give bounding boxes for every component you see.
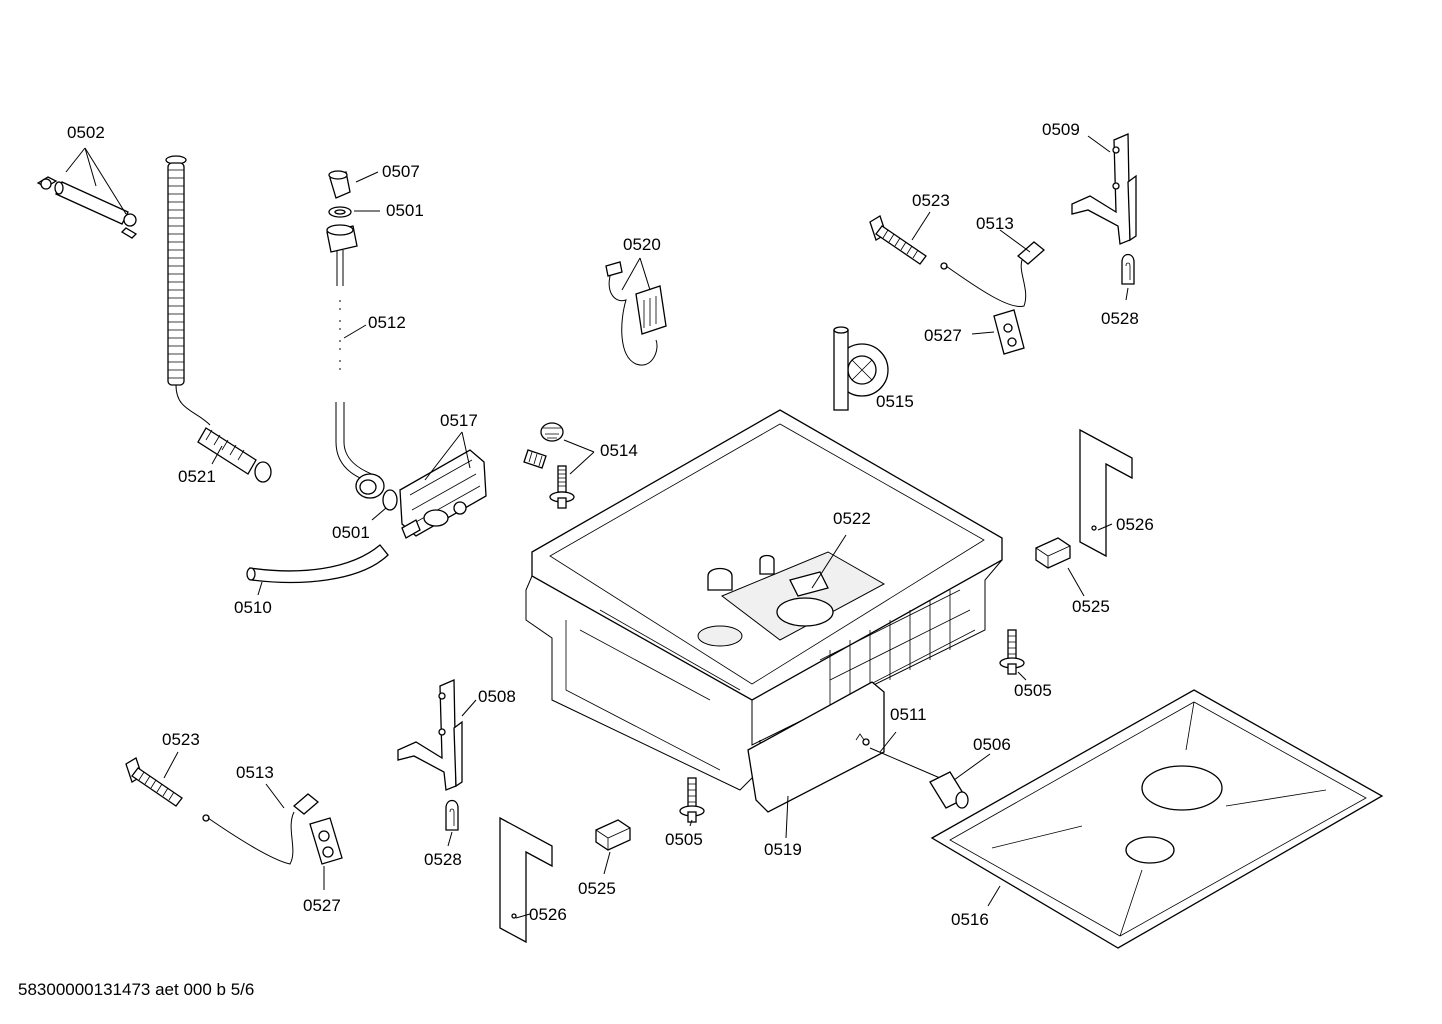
callout-label: 0507	[382, 162, 420, 181]
part-0517-valve-block	[399, 449, 487, 539]
part-0513-sensor-cable-lower	[202, 793, 320, 865]
leader-0522	[811, 534, 847, 589]
leader-0510	[257, 581, 263, 596]
callout-label: 0526	[1116, 515, 1154, 534]
callout-label: 0509	[1042, 120, 1080, 139]
part-0528-clip-lower	[445, 799, 459, 831]
part-0519-panel	[747, 681, 885, 813]
part-0505-screw-upper	[999, 629, 1025, 675]
leader-0507	[355, 171, 379, 183]
callout-label: 0512	[368, 313, 406, 332]
part-0509-bracket-upper	[1071, 133, 1137, 245]
part-0515-pump	[833, 326, 889, 411]
part-0520-cable-connector	[605, 261, 667, 366]
part-0512-inlet-hose	[326, 224, 385, 499]
callout-label: 0513	[236, 763, 274, 782]
leader-0525-upper	[1067, 567, 1085, 597]
part-0516-base-plate	[930, 689, 1384, 949]
part-0527-bracket-lower	[309, 817, 343, 865]
leader-0512	[343, 324, 367, 339]
leaders-0520	[621, 257, 651, 291]
callout-label: 0501	[386, 201, 424, 220]
callout-label: 0527	[924, 326, 962, 345]
drawing-code: 58300000131473 aet 000 b 5/6	[18, 980, 255, 999]
callout-label: 0502	[67, 123, 105, 142]
leader-0521	[211, 445, 223, 465]
leader-0523-upper	[911, 211, 931, 241]
callout-label: 0520	[623, 235, 661, 254]
part-0514-gear-screw	[523, 422, 575, 509]
callout-label: 0517	[440, 411, 478, 430]
callout-label: 0514	[600, 441, 638, 460]
leader-0519	[785, 795, 789, 839]
leader-0508	[461, 699, 477, 717]
callout-label: 0516	[951, 910, 989, 929]
callout-label: 0506	[973, 735, 1011, 754]
leader-0526-upper	[1097, 523, 1113, 531]
callout-label: 0508	[478, 687, 516, 706]
part-0528-clip-upper	[1121, 253, 1135, 285]
callout-label: 0505	[665, 830, 703, 849]
leader-0505-upper	[1017, 671, 1027, 681]
part-base-tub	[525, 409, 1003, 791]
part-0521-drain-hose	[165, 155, 272, 483]
part-0526-lplate-upper	[1079, 428, 1133, 558]
leader-0523-lower	[163, 751, 179, 779]
callout-label: 0523	[912, 191, 950, 210]
part-0527-bracket-upper	[993, 309, 1025, 355]
leader-0513-lower	[265, 783, 285, 809]
leaders-0502	[65, 147, 127, 215]
leader-0513-upper	[999, 229, 1031, 253]
part-0501-seal-top	[328, 206, 352, 218]
callout-label: 0525	[1072, 597, 1110, 616]
leader-0528-lower	[447, 831, 453, 847]
leader-0501-bottom	[371, 507, 387, 521]
leader-0511	[879, 731, 897, 753]
callout-label: 0527	[303, 896, 341, 915]
callout-label: 0513	[976, 214, 1014, 233]
callout-label: 0501	[332, 523, 370, 542]
leader-0527-upper	[971, 331, 995, 335]
callout-label: 0528	[1101, 309, 1139, 328]
callout-label: 0525	[578, 879, 616, 898]
callout-label: 0511	[890, 705, 927, 724]
part-0525-block-upper	[1035, 537, 1071, 569]
part-0508-bracket-lower	[397, 679, 463, 791]
leader-0526-lower	[515, 913, 531, 919]
callout-label: 0526	[529, 905, 567, 924]
leader-0516	[987, 885, 1001, 907]
part-0502-hose-with-clips	[36, 176, 138, 239]
callout-label: 0510	[234, 598, 272, 617]
leaders-0517	[424, 431, 471, 481]
callout-label: 0522	[833, 509, 871, 528]
callout-label: 0515	[876, 392, 914, 411]
leaders-0514	[563, 439, 595, 475]
callout-label: 0521	[178, 467, 216, 486]
leader-0506	[953, 753, 991, 781]
part-0523-spring-lower	[125, 757, 183, 807]
callout-label: 0519	[764, 840, 802, 859]
part-0525-block-lower	[595, 819, 631, 851]
part-0507-filter	[328, 170, 351, 199]
part-0523-spring-upper	[869, 215, 927, 265]
part-0513-sensor-cable-upper	[940, 241, 1046, 307]
leader-0509	[1087, 135, 1111, 153]
part-0526-lplate-lower	[499, 816, 553, 944]
leader-0505-lower	[689, 819, 693, 827]
part-0505-screw-lower	[679, 777, 705, 823]
part-0501-seal-bottom	[382, 489, 398, 511]
callout-label: 0528	[424, 850, 462, 869]
leader-0528-upper	[1125, 287, 1129, 301]
leader-0525-lower	[603, 851, 611, 875]
callout-label: 0505	[1014, 681, 1052, 700]
part-0506-bushing	[869, 747, 969, 809]
callout-label: 0523	[162, 730, 200, 749]
part-0510-hose	[246, 544, 389, 584]
